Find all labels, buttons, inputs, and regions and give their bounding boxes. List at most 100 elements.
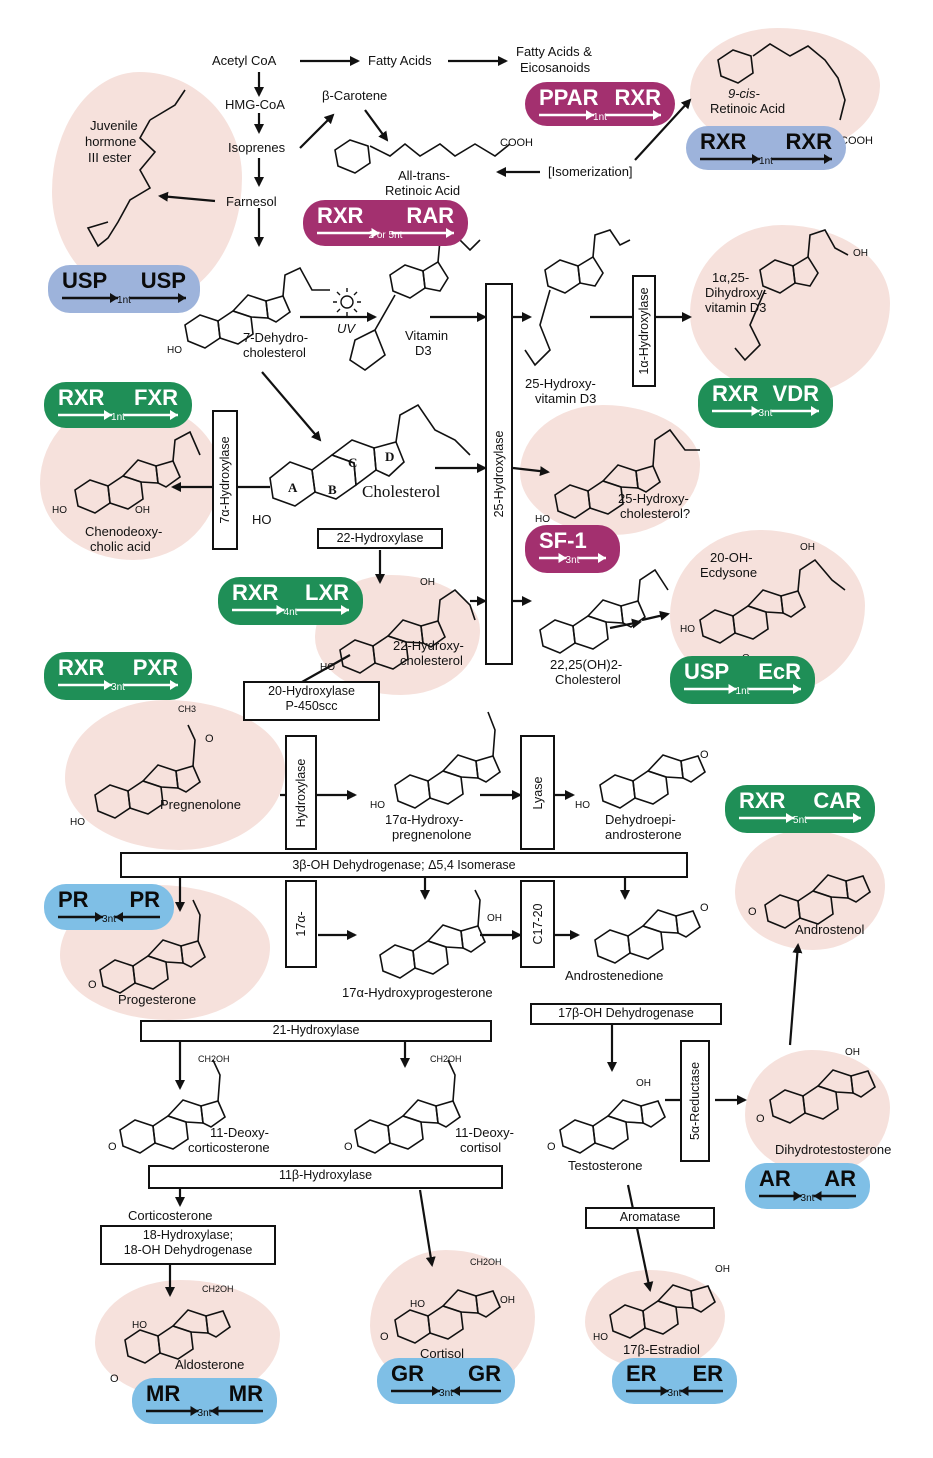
half-site-arrows-icon	[700, 154, 832, 164]
enzyme-20-hydroxylase: 20-Hydroxylase P-450scc	[243, 681, 380, 721]
receptor-name-right: AR	[824, 1166, 856, 1191]
receptor-name-right: RXR	[614, 85, 661, 110]
beta-carotene-label: β-Carotene	[322, 88, 388, 103]
cortisol-oh-label: OH	[500, 1295, 515, 1306]
receptor-spacing: 1nt	[111, 412, 125, 423]
chenodeoxy-oh-label: OH	[135, 505, 150, 516]
half-site-arrows-icon	[58, 680, 178, 690]
testosterone-label: Testosterone	[568, 1158, 643, 1173]
ecdysone-ho-label: HO	[680, 624, 695, 635]
dhea-label-2: androsterone	[605, 827, 682, 842]
ohprog-label: 17α-Hydroxyprogesterone	[342, 985, 493, 1000]
pregnenolone-label: Pregnenolone	[160, 797, 241, 812]
receptor-spacing: 3nt	[439, 1388, 453, 1399]
receptor-mr-mr: MR MR 3nt	[132, 1378, 277, 1424]
ring-a-label: A	[288, 480, 298, 495]
enzyme-aromatase: Aromatase	[585, 1207, 715, 1229]
receptor-name-left: MR	[146, 1381, 181, 1406]
androstenedione-label: Androstenedione	[565, 968, 664, 983]
cholesterol-label: Cholesterol	[362, 482, 441, 501]
half-site-arrows-icon	[146, 1406, 263, 1416]
receptor-spacing: 1nt	[593, 112, 607, 123]
receptor-name-right: VDR	[772, 381, 819, 406]
progesterone-label: Progesterone	[118, 992, 197, 1007]
receptor-name-right: PXR	[132, 655, 178, 680]
enzyme-18-hydroxylase: 18-Hydroxylase; 18-OH Dehydrogenase	[100, 1225, 276, 1265]
deoxycortisol-ch2oh-label: CH2OH	[430, 1054, 462, 1064]
receptor-name-left: RXR	[317, 203, 364, 228]
enzyme-20-hydroxylase-line-1: 20-Hydroxylase	[268, 684, 355, 698]
doc-label-1: 11-Deoxy-	[210, 1125, 270, 1140]
half-site-arrows-icon	[684, 684, 801, 694]
ring-b-label: B	[328, 482, 337, 497]
receptor-spacing: 3nt	[197, 1408, 212, 1419]
receptor-spacing: 3nt	[800, 1193, 815, 1204]
receptor-name-left: SF-1	[539, 528, 587, 553]
hydroxychol25-label-2: cholesterol?	[620, 506, 691, 521]
enzyme-5a-reductase: 5α-Reductase	[680, 1040, 710, 1162]
half-site-arrows-icon	[58, 410, 178, 420]
doc-ch2oh-label: CH2OH	[198, 1054, 230, 1064]
hydroxychol22-label-2: cholesterol	[400, 653, 463, 668]
dihydroxyvitd3-blob	[690, 225, 890, 395]
ecdysone-label-1: 20-OH-	[710, 550, 753, 565]
androstenedione-o-label: O	[700, 902, 709, 914]
receptor-name-right: EcR	[758, 659, 801, 684]
atra-label-1: All-trans-	[398, 168, 451, 183]
juvenile-label-3: III ester	[88, 150, 132, 165]
fatty-acids-label: Fatty Acids	[368, 53, 432, 68]
testosterone-oh-label: OH	[636, 1078, 651, 1089]
dhea-label-1: Dehydroepi-	[605, 812, 676, 827]
enzyme-lyase-bottom: C17-20	[520, 880, 555, 968]
ring-c-label: C	[348, 455, 358, 470]
dht-oh-label: OH	[845, 1047, 860, 1058]
enzyme-7a-hydroxylase: 7α-Hydroxylase	[212, 410, 238, 550]
ohp-ho-label: HO	[370, 800, 385, 811]
receptor-name-right: CAR	[813, 788, 861, 813]
enzyme-17b-dehydrogenase: 17β-OH Dehydrogenase	[530, 1003, 722, 1025]
receptor-spacing: 3nt	[758, 408, 773, 419]
hydroxychol25-label-1: 25-Hydroxy-	[618, 491, 689, 506]
dhea-ho-label: HO	[575, 800, 590, 811]
chenodeoxy-label-2: cholic acid	[90, 539, 151, 554]
receptor-name-left: PPAR	[539, 85, 599, 110]
hmg-coa-label: HMG-CoA	[225, 97, 285, 112]
isoprenes-label: Isoprenes	[228, 140, 286, 155]
chenodeoxy-label-1: Chenodeoxy-	[85, 524, 163, 539]
estradiol-oh-label: OH	[715, 1264, 730, 1275]
receptor-spacing: 1nt	[735, 686, 750, 697]
receptor-spacing: 3nt	[565, 555, 580, 566]
enzyme-21-hydroxylase: 21-Hydroxylase	[140, 1020, 492, 1042]
half-site-arrows-icon	[317, 228, 454, 238]
half-site-arrows-icon	[58, 912, 160, 922]
enzyme-20-hydroxylase-line-2: P-450scc	[285, 699, 338, 713]
vitd3-label-2: D3	[415, 343, 432, 358]
atra-label-2: Retinoic Acid	[385, 183, 461, 198]
androstenol-blob	[735, 830, 885, 950]
farnesol-label: Farnesol	[226, 194, 277, 209]
aldosterone-label: Aldosterone	[175, 1357, 245, 1372]
enzyme-17a-hydroxylase-bottom: 17α-	[285, 880, 317, 968]
enzyme-11b-hydroxylase: 11β-Hydroxylase	[148, 1165, 503, 1189]
dihydroxyvitd3-label-2: Dihydroxy-	[705, 285, 768, 300]
pregnenolone-blob	[65, 700, 285, 850]
juvenile-label-1: Juvenile	[90, 118, 138, 133]
dihydroxychol-label-1: 22,25(OH)2-	[550, 657, 623, 672]
acetyl-coa-label: Acetyl CoA	[212, 53, 277, 68]
ecdysone-oh-label: OH	[800, 542, 815, 553]
receptor-name-left: AR	[759, 1166, 791, 1191]
deoxycortisol-label-1: 11-Deoxy-	[455, 1125, 515, 1140]
cis-ra-cooh-label: COOH	[840, 135, 873, 147]
androstenol-o-label: O	[748, 906, 757, 918]
enzyme-17a-hydroxylase-top: Hydroxylase	[285, 735, 317, 850]
fatty-acids-eico-label-2: Eicosanoids	[520, 60, 591, 75]
receptor-name-right: MR	[228, 1381, 263, 1406]
